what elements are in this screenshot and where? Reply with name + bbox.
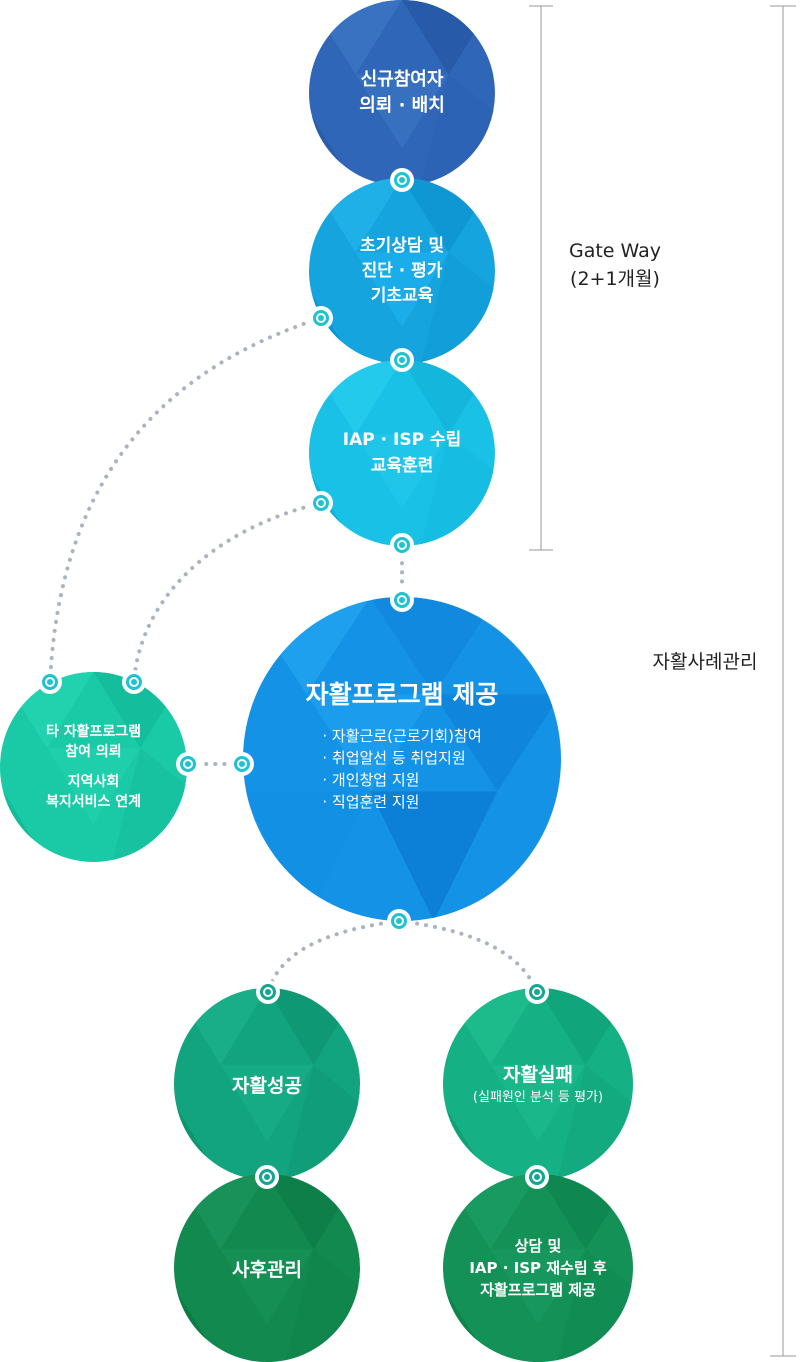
gateway-bracket: [529, 5, 553, 551]
node-fail-retry: [525, 1165, 549, 1189]
node-c1-c2: [390, 168, 414, 192]
node-side-top-left: [38, 670, 62, 694]
program-title: 자활프로그램 제공: [305, 680, 499, 709]
case-management-bracket: [770, 5, 796, 1357]
texture: [443, 1174, 633, 1362]
texture: [174, 1174, 360, 1362]
gateway-line-2: (2+1개월): [570, 268, 660, 290]
texture: [174, 988, 360, 1180]
gateway-line-1: Gate Way: [568, 240, 661, 262]
texture: [0, 672, 187, 862]
fail-subtitle: (실패원인 분석 등 평가): [472, 1090, 604, 1105]
case-management-text: 자활사례관리: [652, 651, 758, 673]
connector-c2-side: [48, 316, 323, 684]
node-fail-top: [525, 980, 549, 1004]
node-c3-bottom: [390, 533, 414, 557]
other-program-line-1: 타 자활프로그램: [45, 724, 142, 740]
node-c2-c3: [390, 348, 414, 372]
circle-iap-isp: IAP · ISP 수립 교육훈련: [309, 360, 495, 546]
other-program-line-2: 참여 의뢰: [65, 744, 122, 760]
program-bullet: · 취업알선 등 취업지원: [322, 749, 466, 767]
texture: [309, 360, 495, 546]
texture: [443, 988, 633, 1180]
retry-line-2: IAP · ISP 재수립 후: [469, 1259, 607, 1277]
circle-initial-counseling: 초기상담 및 진단 · 평가 기초교육: [309, 178, 495, 364]
connector-c3-side: [132, 501, 323, 684]
referral-line-1: 신규참여자: [360, 69, 444, 90]
program-bullet: · 직업훈련 지원: [322, 793, 420, 811]
node-success-after: [255, 1165, 279, 1189]
counseling-line-3: 기초교육: [370, 285, 434, 306]
counseling-line-2: 진단 · 평가: [361, 260, 443, 281]
circle-success: 자활성공: [174, 988, 360, 1180]
circle-program: 자활프로그램 제공 · 자활근로(근로기회)참여 · 취업알선 등 취업지원 ·…: [243, 597, 561, 921]
circle-other-program: 타 자활프로그램 참여 의뢰 지역사회 복지서비스 연계: [0, 672, 187, 862]
circle-referral: 신규참여자 의뢰 · 배치: [309, 0, 495, 186]
node-c2-left: [309, 306, 333, 330]
circle-fail: 자활실패 (실패원인 분석 등 평가): [443, 988, 633, 1180]
iap-line-2: 교육훈련: [370, 456, 434, 476]
program-bullets: · 자활근로(근로기회)참여 · 취업알선 등 취업지원 · 개인창업 지원 ·…: [322, 725, 481, 813]
node-c3-left: [309, 491, 333, 515]
node-main-bottom: [387, 909, 411, 933]
node-success-top: [256, 980, 280, 1004]
retry-line-1: 상담 및: [514, 1237, 562, 1255]
connector-main-fail: [397, 919, 539, 994]
program-bullet: · 자활근로(근로기회)참여: [322, 727, 482, 745]
program-bullet: · 개인창업 지원: [322, 771, 420, 789]
texture: [309, 178, 495, 364]
connector-main-success: [266, 919, 401, 994]
case-management-label: 자활사례관리: [640, 647, 770, 674]
retry-line-3: 자활프로그램 제공: [480, 1281, 596, 1299]
texture: [309, 0, 495, 186]
texture: [243, 597, 561, 921]
node-main-left: [230, 752, 254, 776]
gateway-label: Gate Way (2+1개월): [560, 237, 670, 293]
community-line-2: 복지서비스 연계: [45, 794, 142, 810]
counseling-line-1: 초기상담 및: [359, 235, 445, 256]
success-label: 자활성공: [232, 1074, 302, 1097]
community-line-1: 지역사회: [67, 774, 120, 790]
fail-title: 자활실패: [503, 1064, 573, 1086]
referral-line-2: 의뢰 · 배치: [359, 95, 445, 116]
circle-retry: 상담 및 IAP · ISP 재수립 후 자활프로그램 제공: [443, 1174, 633, 1362]
node-main-top: [390, 588, 414, 612]
aftercare-label: 사후관리: [232, 1258, 302, 1281]
node-side-top-right: [122, 670, 146, 694]
iap-line-1: IAP · ISP 수립: [342, 430, 462, 450]
circle-aftercare: 사후관리: [174, 1174, 360, 1362]
node-side-right: [176, 752, 200, 776]
